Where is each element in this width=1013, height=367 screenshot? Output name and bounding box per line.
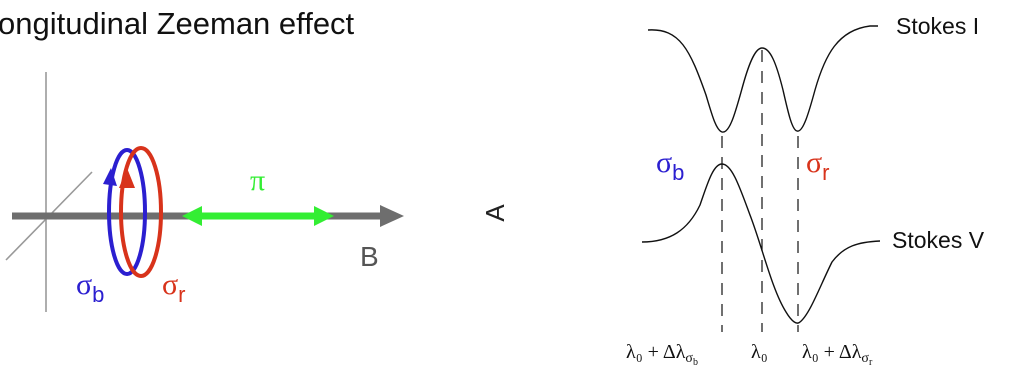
stokes-v-label: Stokes V — [892, 227, 985, 253]
axis-label-right-sub1: σ — [861, 351, 869, 366]
right-sigma-b-sub: b — [672, 160, 684, 185]
axis-label-center: λ₀ — [751, 341, 768, 363]
axis-label-left: λ₀ + Δλσb — [626, 341, 698, 367]
pi-label: π — [250, 164, 265, 197]
pi-arrowhead-left — [182, 206, 202, 226]
b-label: B — [360, 241, 379, 272]
page-title: ongitudinal Zeeman effect — [0, 6, 355, 41]
axis-label-right-sub2: r — [869, 357, 873, 367]
stokes-i-curve — [647, 25, 878, 133]
sigma-b-arrowhead — [103, 168, 117, 186]
left-sigma-r-sub: r — [178, 282, 185, 307]
right-sigma-b-symbol: σ — [656, 146, 672, 179]
left-sigma-r-label: σr — [162, 268, 186, 307]
sigma-r-ring — [119, 146, 163, 278]
left-sigma-b-symbol: σ — [76, 268, 92, 301]
right-sigma-b-label: σb — [656, 146, 684, 185]
right-sigma-r-sub: r — [822, 160, 829, 185]
side-glyph: A — [480, 204, 510, 222]
sigma-b-ring — [107, 148, 147, 276]
axis-label-right-main: λ₀ + Δλ — [802, 341, 862, 363]
pi-arrowhead-right — [314, 206, 334, 226]
right-sigma-r-label: σr — [806, 146, 830, 185]
b-field-arrowhead — [380, 205, 404, 227]
axis-label-left-main: λ₀ + Δλ — [626, 341, 686, 363]
left-sigma-r-symbol: σ — [162, 268, 178, 301]
left-sigma-b-label: σb — [76, 268, 104, 307]
stokes-i-label: Stokes I — [896, 13, 979, 39]
stokes-profile-diagram: Stokes I Stokes V σb σr λ₀ + Δλσb λ₀ λ₀ … — [626, 13, 985, 367]
axis-label-left-sub1: σ — [685, 351, 693, 366]
right-sigma-r-symbol: σ — [806, 146, 822, 179]
left-sigma-b-sub: b — [92, 282, 104, 307]
sigma-r-arrowhead — [119, 168, 135, 188]
stokes-v-curve — [641, 163, 881, 324]
axis-label-left-sub2: b — [693, 357, 698, 367]
longitudinal-zeeman-diagram: π B σb σr — [5, 72, 404, 312]
axis-label-right: λ₀ + Δλσr — [802, 341, 873, 367]
